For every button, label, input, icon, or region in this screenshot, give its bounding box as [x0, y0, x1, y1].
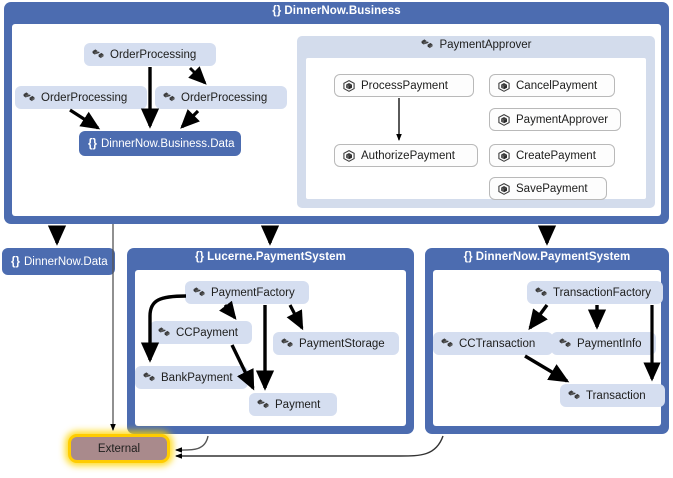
class-icon [534, 286, 548, 300]
method-cube-icon [497, 149, 511, 163]
type-node-label: PaymentInfo [577, 337, 642, 350]
type-node-label: PaymentFactory [211, 286, 295, 299]
type-node-paymentinfo[interactable]: PaymentInfo [551, 332, 656, 355]
class-icon [256, 398, 270, 412]
type-node-bankpayment[interactable]: BankPayment [135, 366, 248, 389]
type-node-orderprocessing-top[interactable]: OrderProcessing [84, 43, 216, 66]
class-icon [420, 38, 434, 52]
class-group-title-paymentapprover: PaymentApprover [297, 38, 655, 52]
member-node-savepayment[interactable]: SavePayment [489, 177, 607, 200]
class-icon [280, 337, 294, 351]
type-node-orderprocessing-right[interactable]: OrderProcessing [155, 86, 287, 109]
type-node-label: Payment [275, 398, 321, 411]
edge-lucerne-to-external [175, 435, 209, 453]
class-icon [142, 371, 156, 385]
type-node-payment[interactable]: Payment [249, 393, 337, 416]
member-node-label: SavePayment [516, 182, 588, 195]
namespace-label: DinnerNow.PaymentSystem [475, 251, 631, 263]
class-icon [192, 286, 206, 300]
namespace-node-dinnernow-business-data[interactable]: {} DinnerNow.Business.Data [79, 131, 241, 156]
type-node-label: Transaction [586, 389, 646, 402]
type-node-paymentstorage[interactable]: PaymentStorage [273, 332, 399, 355]
class-icon [157, 326, 171, 340]
member-node-label: CancelPayment [516, 79, 598, 92]
method-cube-icon [342, 79, 356, 93]
member-node-label: CreatePayment [516, 149, 596, 162]
class-icon [440, 337, 454, 351]
type-node-transactionfactory[interactable]: TransactionFactory [527, 281, 663, 304]
namespace-label: DinnerNow.Business [284, 5, 401, 17]
class-group-label: PaymentApprover [439, 39, 532, 51]
namespace-label: Lucerne.PaymentSystem [207, 251, 347, 263]
type-node-label: TransactionFactory [553, 286, 651, 299]
type-node-label: OrderProcessing [110, 48, 197, 61]
namespace-title-dinnernow-paymentsystem: {}DinnerNow.PaymentSystem [425, 248, 669, 267]
class-icon [162, 91, 176, 105]
type-node-label: CCPayment [176, 326, 238, 339]
type-node-label: CCTransaction [459, 337, 536, 350]
namespace-node-label: DinnerNow.Data [23, 255, 108, 268]
namespace-title-dinnernow-business: {}DinnerNow.Business [4, 2, 669, 21]
namespace-title-lucerne-paymentsystem: {}Lucerne.PaymentSystem [127, 248, 414, 267]
member-node-label: AuthorizePayment [361, 149, 455, 162]
method-cube-icon [497, 182, 511, 196]
external-node[interactable]: External [68, 434, 170, 463]
method-cube-icon [342, 149, 356, 163]
braces-icon: {} [88, 137, 97, 150]
braces-icon: {} [11, 255, 20, 268]
member-node-processpayment[interactable]: ProcessPayment [334, 74, 474, 97]
member-node-paymentapprover[interactable]: PaymentApprover [489, 108, 621, 131]
type-node-label: PaymentStorage [299, 337, 385, 350]
braces-icon: {} [272, 5, 282, 17]
namespace-node-dinnernow-data[interactable]: {} DinnerNow.Data [2, 248, 115, 275]
method-cube-icon [497, 79, 511, 93]
class-icon [567, 389, 581, 403]
braces-icon: {} [194, 251, 205, 263]
member-node-cancelpayment[interactable]: CancelPayment [489, 74, 615, 97]
type-node-label: BankPayment [161, 371, 233, 384]
type-node-label: OrderProcessing [41, 91, 128, 104]
class-icon [558, 337, 572, 351]
type-node-ccpayment[interactable]: CCPayment [150, 321, 252, 344]
member-node-createpayment[interactable]: CreatePayment [489, 144, 615, 167]
class-icon [91, 48, 105, 62]
member-node-label: ProcessPayment [361, 79, 448, 92]
namespace-node-label: DinnerNow.Business.Data [100, 137, 235, 150]
type-node-transaction[interactable]: Transaction [560, 384, 665, 407]
member-node-authorizepayment[interactable]: AuthorizePayment [334, 144, 478, 167]
external-node-label: External [97, 442, 141, 455]
edge-dinnernow-paymentsystem-to-external [175, 435, 444, 459]
method-cube-icon [497, 113, 511, 127]
type-node-cctransaction[interactable]: CCTransaction [433, 332, 553, 355]
braces-icon: {} [463, 251, 473, 263]
member-node-label: PaymentApprover [516, 113, 609, 126]
type-node-orderprocessing-left[interactable]: OrderProcessing [15, 86, 147, 109]
type-node-paymentfactory[interactable]: PaymentFactory [185, 281, 309, 304]
class-icon [22, 91, 36, 105]
type-node-label: OrderProcessing [181, 91, 268, 104]
